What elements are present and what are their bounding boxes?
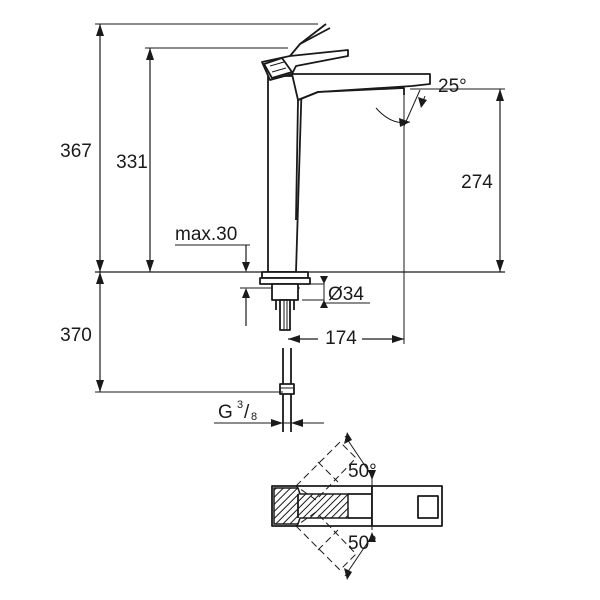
- dim-max-counter: max.30: [175, 224, 300, 326]
- dim-331-label: 331: [116, 152, 148, 173]
- thread-denominator: 8: [251, 411, 257, 423]
- spout-angle: 25°: [375, 76, 467, 272]
- dim-spout-height: 331: [116, 47, 288, 272]
- thread-prefix-label: G: [218, 402, 233, 423]
- faucet-body: [261, 23, 431, 273]
- dim-370-label: 370: [60, 325, 92, 346]
- swivel-50-top-label: 50°: [348, 461, 377, 482]
- dim-total-height: 367: [60, 23, 318, 272]
- dim-hole-diameter: Ø34: [302, 276, 370, 308]
- dim-projection: 174: [288, 272, 405, 349]
- dim-outlet-height: 274: [410, 88, 505, 272]
- max30-label: max.30: [175, 224, 237, 245]
- angle-25-label: 25°: [438, 76, 467, 97]
- thread-slash: /: [244, 402, 250, 423]
- dim-174-label: 174: [325, 328, 357, 349]
- dim-thread: G 3 / 8: [214, 399, 324, 427]
- mounting-assembly: [259, 271, 311, 432]
- swivel-50-bottom-label: 50°: [348, 533, 377, 554]
- top-view: 50° 50°: [271, 432, 443, 580]
- dim-274-label: 274: [461, 172, 493, 193]
- thread-numerator: 3: [237, 399, 243, 411]
- dim-below-counter: 370: [60, 272, 283, 393]
- dia34-label: Ø34: [328, 284, 364, 305]
- dim-367-label: 367: [60, 141, 92, 162]
